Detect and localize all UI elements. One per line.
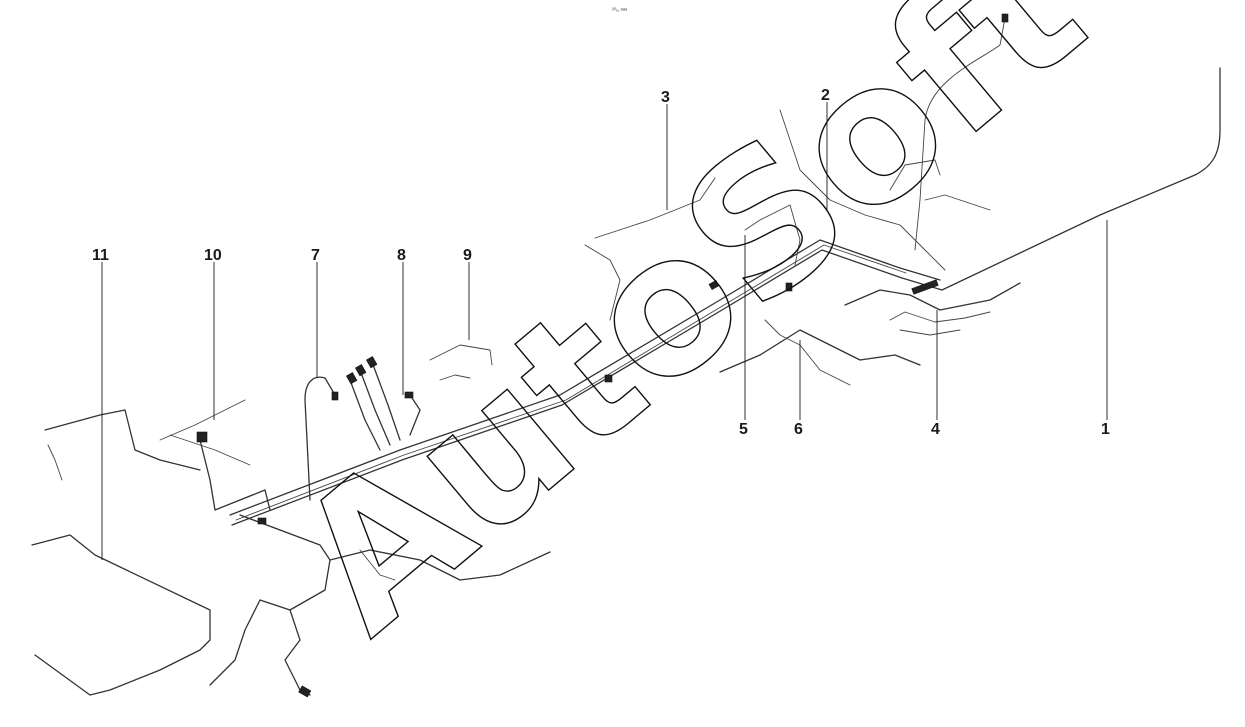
- connector-8a: [345, 372, 358, 385]
- callout-11: 11: [92, 247, 109, 264]
- connector-trunk: [708, 279, 720, 291]
- harness-7: [304, 376, 336, 501]
- callout-10: 10: [204, 247, 222, 264]
- callouts: 1 2 3 4 5 6 7 8 9 10 11: [92, 87, 1110, 438]
- harness-11c: [47, 444, 63, 481]
- harness-1: [941, 67, 1221, 291]
- harness-lower-b: [209, 599, 261, 686]
- harness-10: [159, 399, 246, 441]
- harness-2c: [924, 194, 991, 211]
- connectors: [196, 13, 1009, 698]
- connector-trunk-left: [257, 517, 267, 525]
- main-trunk-lower: [231, 249, 943, 526]
- harness-3b: [584, 244, 621, 321]
- callout-9: 9: [463, 247, 472, 264]
- harness-lower-d: [329, 549, 551, 581]
- harness-11d: [34, 639, 211, 696]
- connector-7: [331, 391, 339, 401]
- callout-2: 2: [821, 87, 830, 104]
- callout-4: 4: [931, 421, 940, 438]
- harness-lower-c: [284, 609, 311, 696]
- harness-6: [719, 329, 921, 373]
- harness-4: [844, 282, 1021, 311]
- connector-8c: [365, 356, 378, 369]
- harness-8b: [359, 369, 391, 446]
- harness-10b: [169, 434, 251, 466]
- connector-lower: [298, 685, 312, 698]
- callout-1: 1: [1101, 421, 1110, 438]
- harness-8c: [371, 361, 401, 441]
- harness-5: [744, 204, 801, 266]
- connector-5: [785, 282, 793, 292]
- harness-4c: [899, 329, 961, 336]
- harness-10c: [199, 439, 271, 511]
- harness-3: [594, 177, 716, 239]
- harness-11b: [44, 409, 201, 471]
- harness-lower-a: [239, 514, 331, 611]
- callout-5: 5: [739, 421, 748, 438]
- callout-3: 3: [661, 89, 670, 106]
- harness: [31, 17, 1221, 696]
- harness-11: [31, 534, 211, 641]
- main-trunk-inner: [235, 244, 907, 521]
- harness-9: [429, 344, 493, 366]
- callout-6: 6: [794, 421, 803, 438]
- connector-8d: [404, 391, 414, 399]
- harness-8d: [409, 394, 421, 436]
- connector-top: [1001, 13, 1009, 23]
- harness-2d: [889, 159, 941, 191]
- callout-8: 8: [397, 247, 406, 264]
- header-code: ²⁰ₕ ᵃᵃᵃ: [612, 7, 628, 14]
- harness-lower-e: [359, 549, 396, 581]
- callout-7: 7: [311, 247, 320, 264]
- harness-2: [779, 109, 946, 271]
- watermark: AutoSoft: [257, 0, 1123, 674]
- main-trunk-upper: [229, 239, 941, 516]
- connector-mid: [604, 374, 613, 383]
- harness-4b: [889, 311, 991, 323]
- harness-9b: [439, 374, 471, 381]
- harness-2b: [914, 17, 1006, 251]
- leaders: [101, 102, 1108, 560]
- connector-10: [196, 431, 208, 443]
- connector-4-bundle: [911, 279, 939, 295]
- harness-8a: [349, 379, 381, 451]
- connector-8b: [354, 364, 367, 377]
